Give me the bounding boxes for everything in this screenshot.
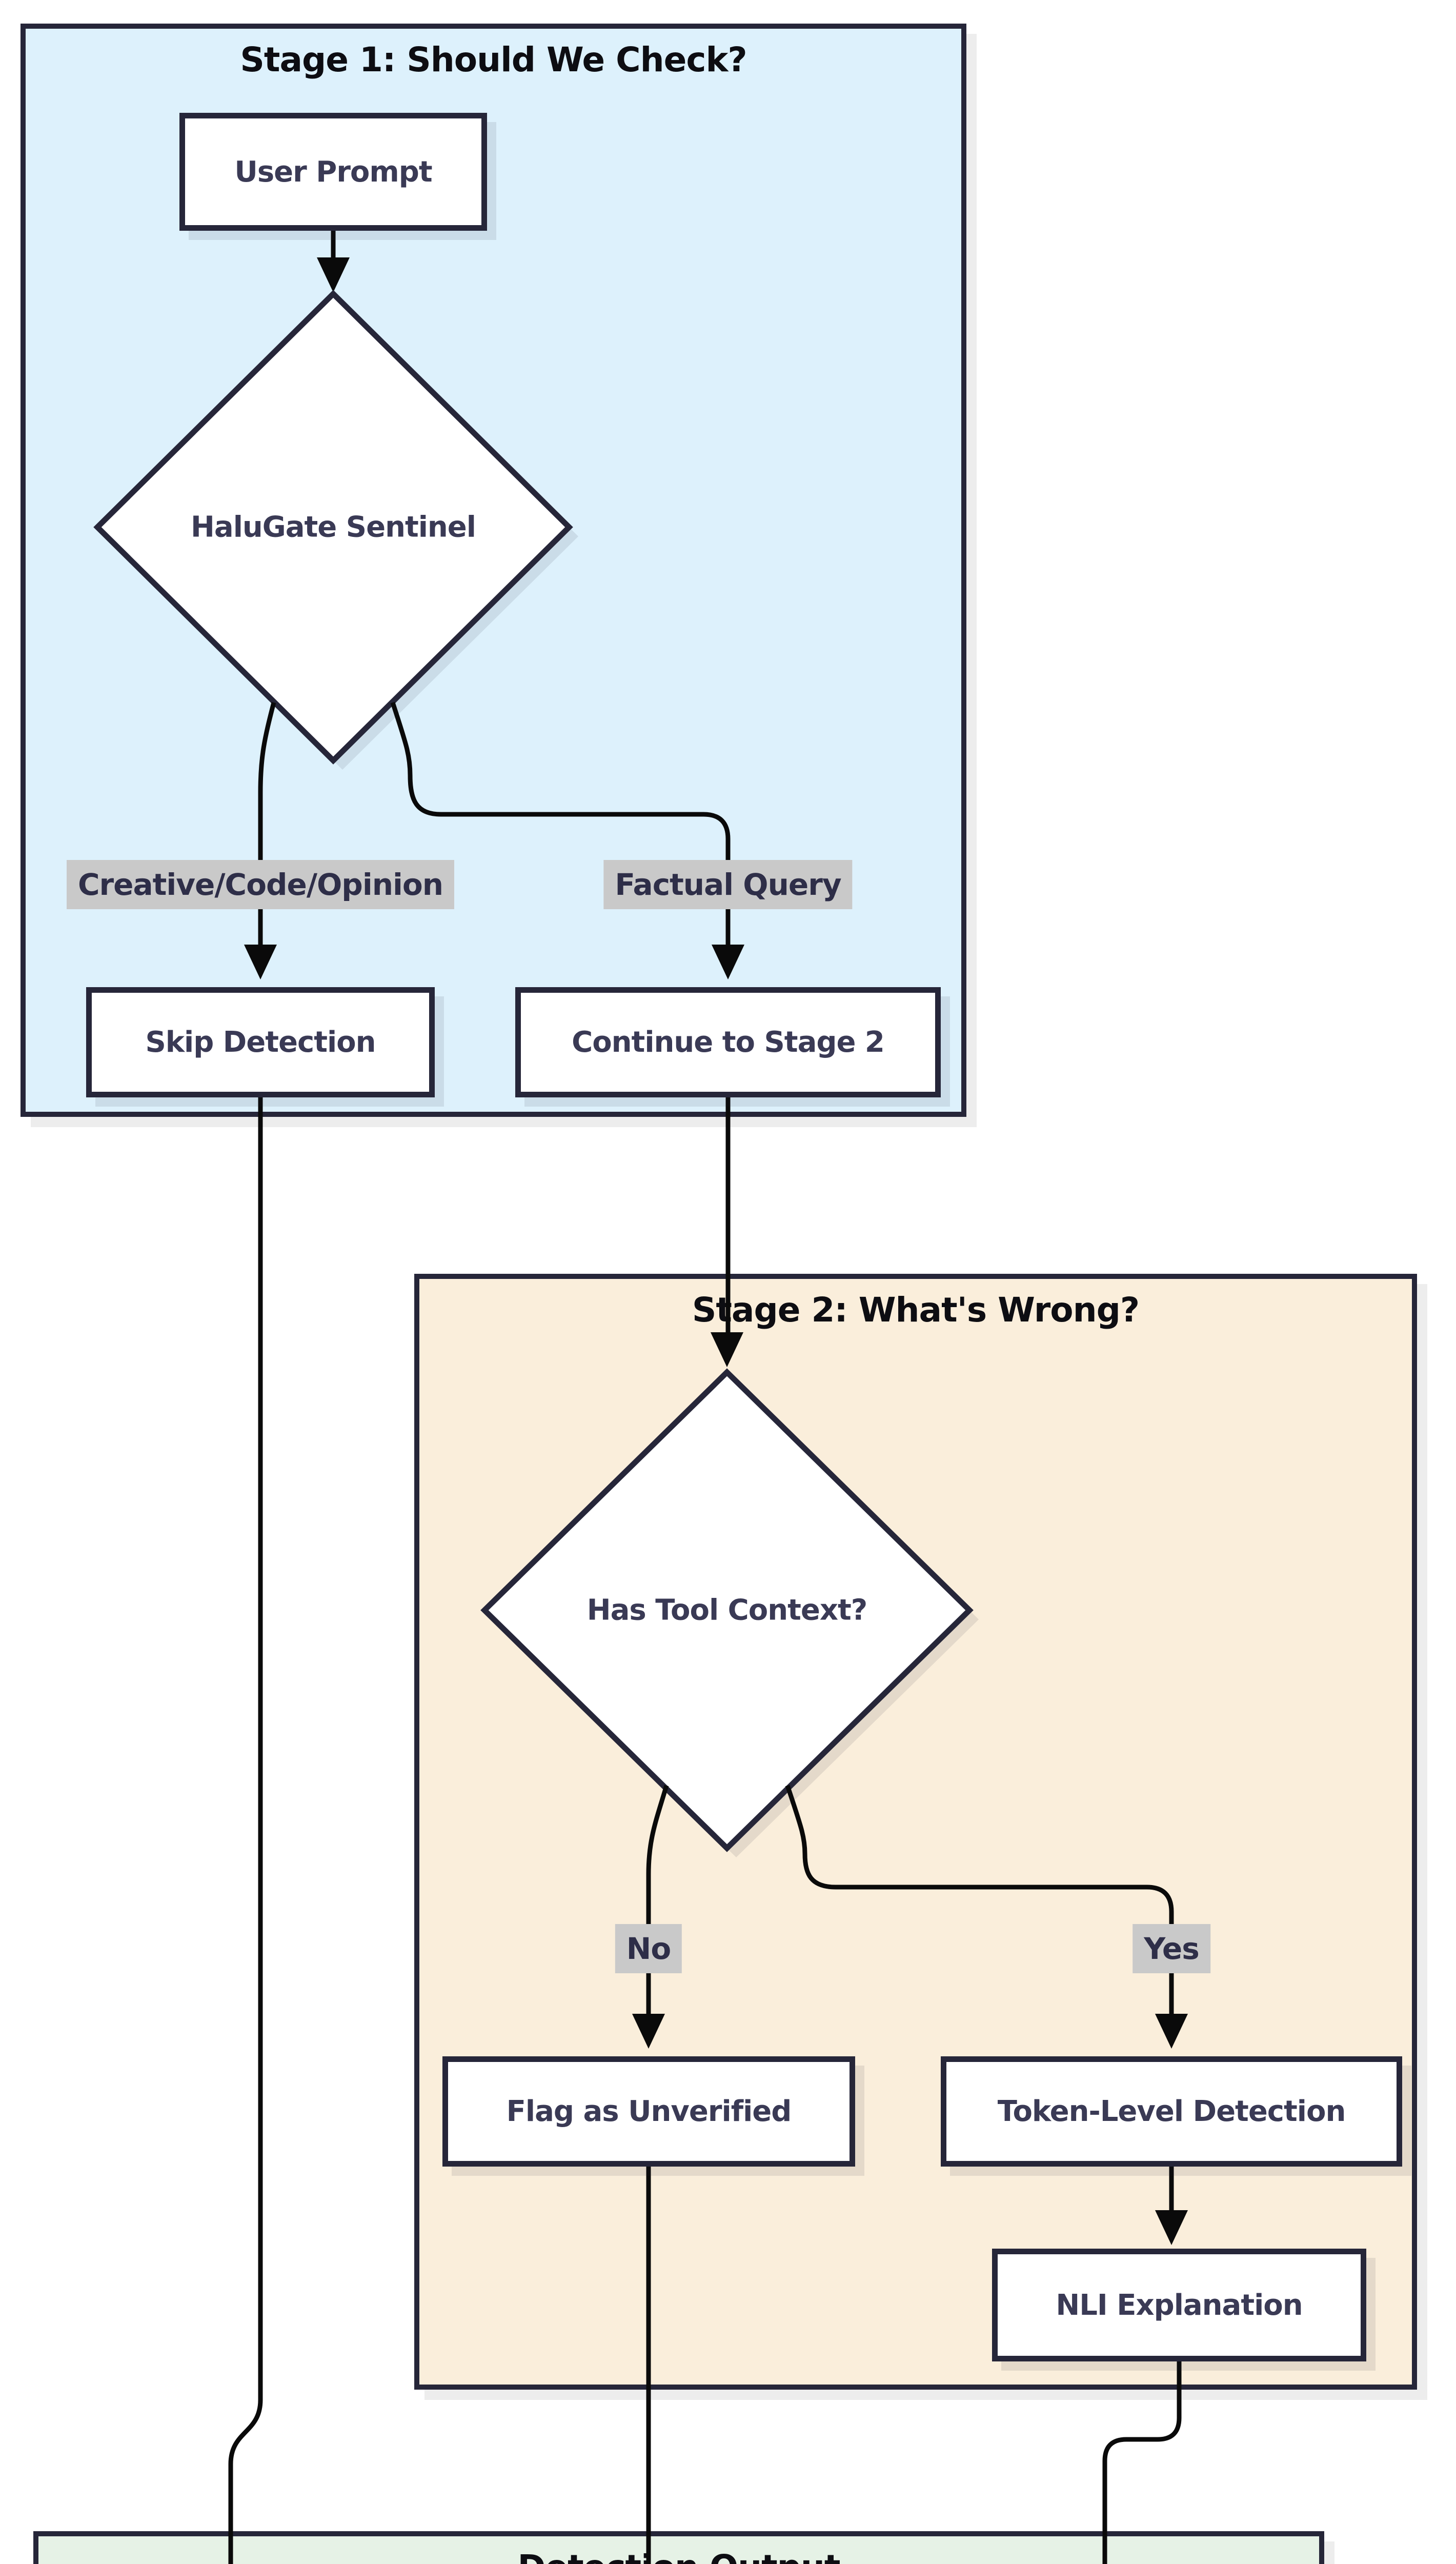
edge-label-yes: Yes bbox=[1133, 1924, 1210, 1973]
edge-skip-to-pass bbox=[228, 1097, 263, 2564]
edge-label-creative-code-opinion: Creative/Code/Opinion bbox=[66, 860, 455, 909]
continue-to-stage2-node: Continue to Stage 2 bbox=[515, 987, 941, 1097]
detection-output-container: Detection Output bbox=[33, 2531, 1324, 2564]
arrowhead-nli bbox=[1155, 2210, 1188, 2245]
edge-sentinel-to-continue bbox=[390, 702, 731, 946]
nli-explanation-node: NLI Explanation bbox=[992, 2249, 1366, 2361]
arrowhead-sentinel bbox=[317, 257, 350, 292]
edge-nli-to-detailed bbox=[1102, 2361, 1182, 2564]
edge-context-to-flag bbox=[646, 1785, 669, 2015]
halugate-sentinel-diamond bbox=[93, 290, 573, 765]
arrowhead-continue bbox=[712, 945, 744, 979]
continue-to-stage2-node-label: Continue to Stage 2 bbox=[572, 1026, 885, 1059]
edge-context-to-token bbox=[785, 1785, 1174, 2015]
edge-label-no: No bbox=[615, 1924, 682, 1973]
has-tool-context-node-label: Has Tool Context? bbox=[587, 1593, 867, 1627]
token-level-detection-node-label: Token-Level Detection bbox=[997, 2095, 1346, 2128]
user-prompt-node-label: User Prompt bbox=[234, 155, 432, 189]
nli-explanation-node-label: NLI Explanation bbox=[1056, 2288, 1303, 2322]
has-tool-context-diamond bbox=[480, 1368, 974, 1852]
detection-output-title: Detection Output bbox=[38, 2548, 1319, 2564]
flag-as-unverified-node-label: Flag as Unverified bbox=[506, 2095, 792, 2128]
halugate-sentinel-node-label: HaluGate Sentinel bbox=[191, 510, 476, 544]
stage2-title: Stage 2: What's Wrong? bbox=[692, 1290, 1140, 1330]
arrowhead-token bbox=[1155, 2014, 1188, 2049]
skip-detection-node: Skip Detection bbox=[86, 987, 435, 1097]
flag-as-unverified-node: Flag as Unverified bbox=[442, 2056, 855, 2167]
arrowhead-context bbox=[711, 1332, 743, 1367]
arrowhead-flag bbox=[632, 2014, 665, 2049]
stage1-title: Stage 1: Should We Check? bbox=[240, 40, 747, 79]
user-prompt-node: User Prompt bbox=[179, 113, 487, 231]
arrowhead-skip bbox=[244, 945, 277, 979]
stage2-container: Stage 2: What's Wrong? bbox=[414, 1274, 1417, 2390]
skip-detection-node-label: Skip Detection bbox=[145, 1026, 376, 1059]
token-level-detection-node: Token-Level Detection bbox=[941, 2056, 1402, 2167]
edge-label-factual-query: Factual Query bbox=[603, 860, 853, 909]
edge-sentinel-to-skip bbox=[258, 702, 276, 946]
